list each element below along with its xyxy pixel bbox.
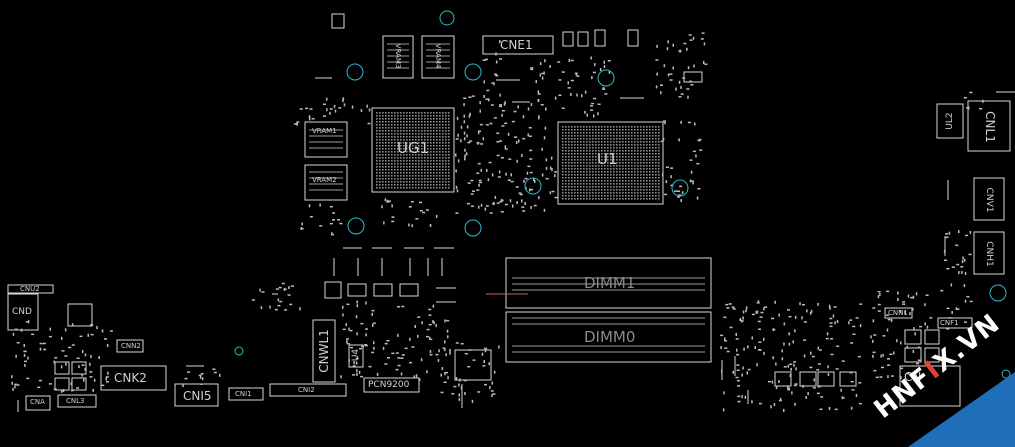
ug1-label: UG1 [397, 139, 430, 157]
cnu2-outline [7, 284, 54, 294]
vram3-outline [382, 35, 414, 79]
cn-br-label: CN [904, 370, 922, 384]
cnu2-label: CNU2 [20, 285, 40, 293]
pcn9200-outline [363, 377, 420, 393]
cni1-outline [228, 387, 264, 401]
cnn2-label: CNN2 [121, 342, 141, 350]
ug1-outline [371, 107, 455, 193]
cnf1-outline [937, 317, 973, 329]
u1-label: U1 [597, 150, 618, 168]
cnl1-outline [967, 100, 1011, 152]
ul2-outline [936, 103, 964, 139]
cne1-label: CNE1 [500, 38, 533, 52]
cnn2-outline [116, 339, 144, 353]
pcn9200-label: PCN9200 [368, 380, 410, 390]
vram4-label: VRAM4 [434, 43, 442, 69]
vram2-outline [304, 164, 348, 201]
ul2-label: UL2 [945, 112, 955, 130]
cnwl1-label: CNWL1 [317, 329, 331, 373]
u4-outline [348, 344, 364, 368]
cnf1-label: CNF1 [940, 319, 959, 327]
dimm1-outline [505, 257, 712, 309]
vram4-outline [421, 35, 455, 79]
dimm1-label: DIMM1 [584, 274, 636, 292]
cnv1-outline [973, 177, 1005, 221]
cnd-label: CND [12, 307, 32, 317]
vram1-outline [304, 121, 348, 158]
u1-outline [557, 121, 664, 205]
dimm0-label: DIMM0 [584, 328, 636, 346]
cni5-label: CNI5 [183, 389, 212, 403]
cnh1-outline [973, 231, 1005, 275]
cni5-outline [174, 383, 219, 407]
vram2-label: VRAM2 [312, 176, 337, 184]
cnl1-label: CNL1 [983, 111, 997, 143]
cnl3-label: CNL3 [66, 397, 85, 405]
cnh1-label: CNH1 [984, 241, 994, 267]
cnn1-outline [884, 307, 913, 319]
cnn1-label: CNN1 [888, 309, 908, 317]
u4-label: U4 [351, 348, 361, 362]
cne1-outline [482, 35, 554, 55]
cnv1-label: CNV1 [984, 187, 994, 213]
cna-label: CNA [30, 398, 45, 406]
cni2-label: CNI2 [298, 386, 315, 394]
cni1-label: CNI1 [235, 390, 252, 398]
cni2-outline [269, 383, 347, 397]
scattered-pads [11, 32, 984, 412]
mounting-vias [234, 10, 1011, 379]
cnk2-label: CNK2 [114, 371, 147, 385]
dimm0-outline [505, 311, 712, 363]
cn-br-outline [899, 365, 961, 407]
cnd-outline [7, 293, 39, 331]
cnl3-outline [57, 394, 97, 408]
vram3-label: VRAM3 [394, 43, 402, 69]
bga-pad-grids [376, 112, 660, 200]
vram1-label: VRAM1 [312, 127, 337, 135]
cnk2-outline [100, 365, 167, 391]
cnwl1-outline [312, 319, 336, 383]
watermark-logo: HNFIX.VN [858, 308, 1015, 447]
cna-outline [25, 395, 51, 411]
